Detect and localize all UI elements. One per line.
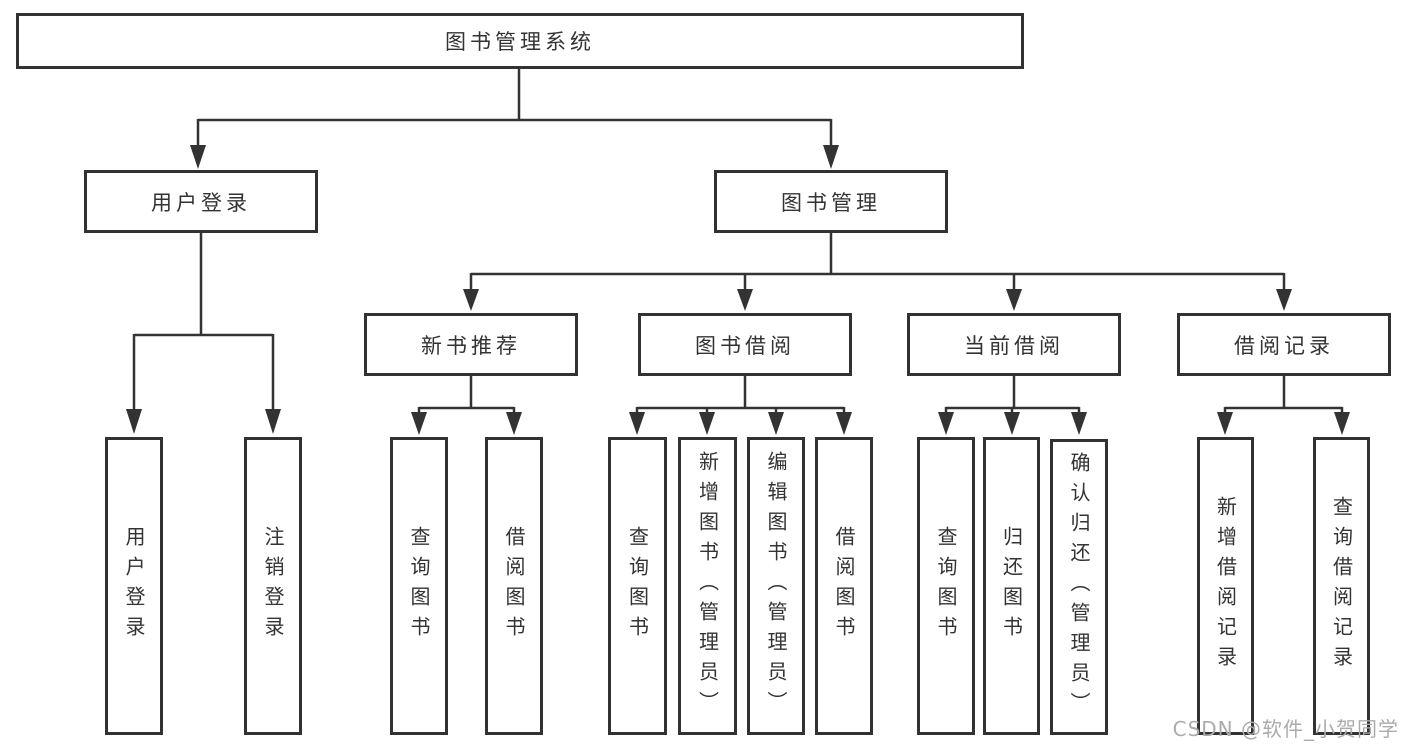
leaf-logout-login: 注销登录 (244, 437, 302, 735)
node-borrowing-records: 借阅记录 (1177, 313, 1391, 376)
leaf-bb-borrow-books: 借阅图书 (815, 437, 873, 735)
leaf-bb-edit-books-admin: 编辑图书（管理员） (747, 437, 805, 735)
leaf-bb-query-books: 查询图书 (608, 437, 667, 735)
node-current-borrowing: 当前借阅 (907, 313, 1121, 376)
node-library-system: 图书管理系统 (16, 13, 1024, 69)
leaf-cb-query-books: 查询图书 (917, 437, 975, 735)
leaf-nb-borrow-books: 借阅图书 (485, 437, 543, 735)
leaf-bb-add-books-admin: 新增图书（管理员） (678, 437, 737, 735)
csdn-watermark: CSDN @软件_小贺同学 (1172, 717, 1399, 741)
leaf-cb-confirm-return-admin: 确认归还（管理员） (1050, 439, 1108, 735)
arrowheads (126, 145, 1350, 435)
node-book-management: 图书管理 (714, 170, 948, 233)
leaf-user-login: 用户登录 (105, 437, 163, 735)
leaf-br-query-record: 查询借阅记录 (1313, 437, 1370, 735)
node-book-borrowing: 图书借阅 (638, 313, 852, 376)
node-new-book-recommend: 新书推荐 (364, 313, 578, 376)
leaf-cb-return-books: 归还图书 (983, 437, 1040, 735)
leaf-nb-query-books: 查询图书 (390, 437, 448, 735)
leaf-br-add-record: 新增借阅记录 (1197, 437, 1254, 735)
node-user-login: 用户登录 (84, 170, 318, 233)
